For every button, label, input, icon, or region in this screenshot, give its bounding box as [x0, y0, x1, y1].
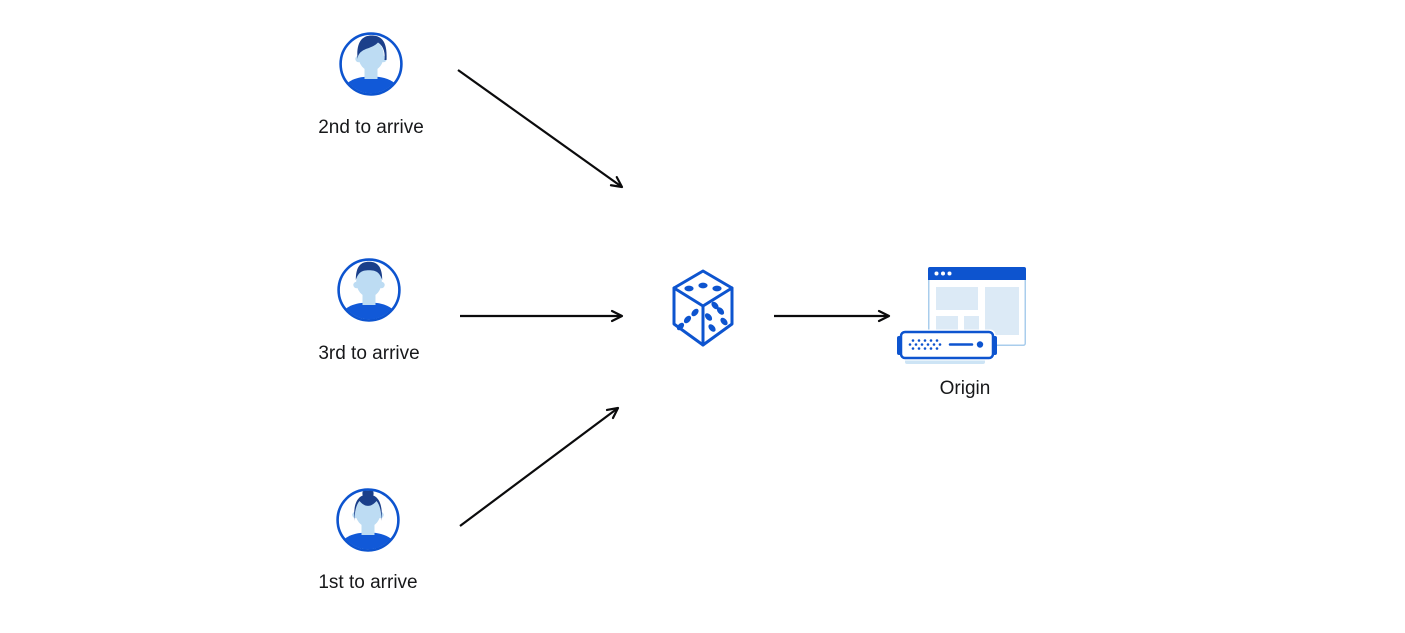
user-node-third: 3rd to arrive [318, 254, 420, 364]
user-node-first: 1st to arrive [318, 484, 418, 593]
user-node-second: 2nd to arrive [318, 28, 424, 138]
server-dot-grid [908, 339, 942, 350]
avatar-man-flattop-hair-icon [337, 258, 401, 322]
origin-node: Origin [897, 266, 1027, 406]
dice-icon [672, 269, 734, 347]
arrow-user1-to-dice [459, 406, 620, 527]
arrow-user2-to-dice [457, 69, 624, 189]
origin-label: Origin [939, 378, 991, 399]
server-icon [897, 329, 997, 364]
user-label: 3rd to arrive [318, 343, 420, 364]
browser-window-icon [928, 267, 1026, 346]
avatar-man-swept-hair-icon [339, 32, 403, 96]
user-label: 2nd to arrive [318, 117, 424, 138]
avatar-woman-bun-icon [336, 488, 400, 552]
user-label: 1st to arrive [318, 572, 418, 593]
dice-node [670, 268, 736, 348]
